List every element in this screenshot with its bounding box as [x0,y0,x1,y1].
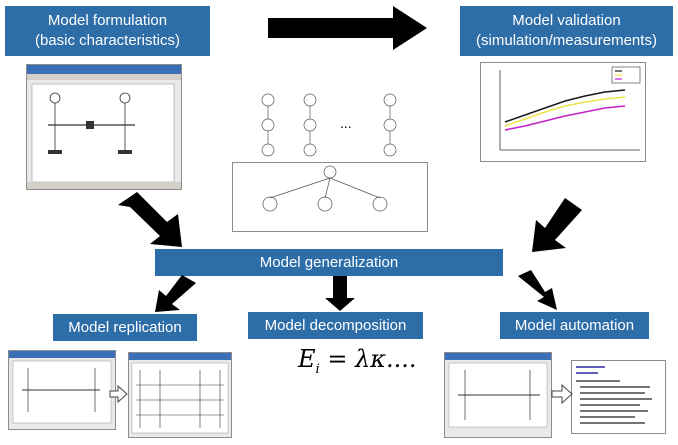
model-automation-label: Model automation [514,316,635,334]
plot-series-yellow [504,96,626,127]
model-validation-title: Model validation [512,12,621,29]
automation-open-arrow [551,383,573,405]
formulation-to-generalization-arrow [118,192,182,247]
replication-open-arrow [109,384,128,404]
model-replication-label: Model replication [68,318,182,336]
generalization-to-replication-arrow [155,275,196,312]
generalization-to-decomposition-arrow [325,276,355,311]
model-generalization-box: Model generalization [155,249,503,276]
model-formulation-box: Model formulation (basic characteristics… [5,6,210,56]
generalization-to-automation-arrow [518,270,557,310]
model-decomposition-box: Model decomposition [248,312,423,339]
component-ellipsis: ... [340,115,352,131]
model-automation-box: Model automation [500,312,649,339]
formula-subscript: i [315,361,320,377]
model-replication-box: Model replication [53,314,197,341]
validation-to-generalization-arrow [532,198,582,252]
decomposition-formula: Ei = λκ.... [298,345,417,377]
plot-series-magenta [504,105,626,131]
model-formulation-title: Model formulation [47,12,168,29]
plot-series-dark [504,89,626,123]
model-generalization-label: Model generalization [259,253,399,271]
model-formulation-subtitle: (basic characteristics) [34,32,181,49]
network-diagram-frame [232,162,428,232]
model-validation-subtitle: (simulation/measurements) [476,32,657,49]
model-validation-box: Model validation (simulation/measurement… [460,6,673,56]
formula-main: E [298,345,316,373]
formula-rest: = λκ.... [319,345,417,373]
model-decomposition-label: Model decomposition [264,316,407,334]
top-arrow [268,6,427,50]
